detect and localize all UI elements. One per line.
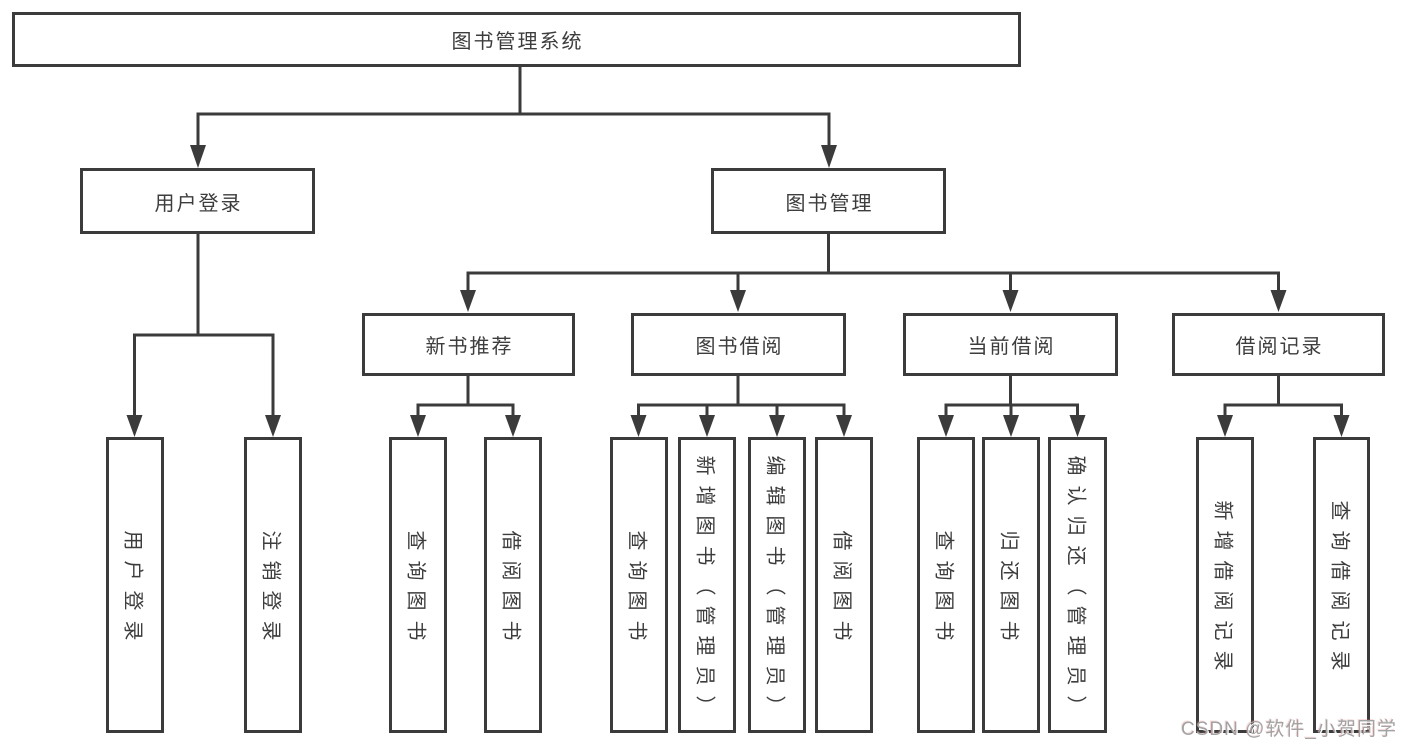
- node-library-management-system: 图书管理系统: [12, 12, 1021, 67]
- leaf-add-books-admin: 新增图书（管理员）: [678, 437, 736, 733]
- node-label: 新增借阅记录: [1211, 500, 1234, 680]
- node-label: 查询借阅记录: [1328, 500, 1350, 680]
- node-label: 注销登录: [259, 530, 282, 650]
- node-new-book-recommendation: 新书推荐: [362, 313, 575, 376]
- node-user-login: 用户登录: [80, 168, 315, 234]
- leaf-borrow-books: 借阅图书: [815, 437, 873, 733]
- leaf-query-borrow-record: 查询借阅记录: [1313, 437, 1370, 733]
- csdn-watermark: CSDN @软件_小贺同学: [1181, 719, 1397, 740]
- node-label: 新增图书（管理员）: [693, 455, 716, 725]
- leaf-confirm-return-admin: 确认归还（管理员）: [1048, 437, 1107, 733]
- node-label: 借阅记录: [1235, 336, 1324, 358]
- node-label: 图书管理系统: [451, 31, 584, 53]
- leaf-logout-login: 注销登录: [244, 437, 302, 733]
- node-label: 图书借阅: [695, 336, 784, 358]
- leaf-query-books: 查询图书: [610, 437, 668, 733]
- node-borrow-records: 借阅记录: [1172, 313, 1385, 376]
- node-label: 用户登录: [154, 192, 243, 215]
- leaf-query-books: 查询图书: [917, 437, 975, 733]
- leaf-query-books: 查询图书: [389, 437, 447, 733]
- node-label: 查询图书: [932, 530, 955, 650]
- node-label: 借阅图书: [499, 530, 522, 650]
- node-label: 归还图书: [997, 530, 1020, 650]
- node-current-borrowing: 当前借阅: [903, 313, 1118, 376]
- arrowhead-group: [126, 145, 1350, 437]
- leaf-edit-books-admin: 编辑图书（管理员）: [748, 437, 806, 733]
- leaf-return-books: 归还图书: [982, 437, 1040, 733]
- leaf-add-borrow-record: 新增借阅记录: [1196, 437, 1254, 733]
- node-label: 当前借阅: [967, 336, 1056, 358]
- leaf-user-login: 用户登录: [106, 437, 164, 733]
- node-label: 确认归还（管理员）: [1064, 455, 1086, 725]
- node-label: 编辑图书（管理员）: [763, 455, 786, 725]
- leaf-borrow-books: 借阅图书: [484, 437, 542, 733]
- node-book-management: 图书管理: [711, 168, 946, 234]
- node-label: 查询图书: [625, 530, 648, 650]
- node-label: 查询图书: [404, 530, 427, 650]
- node-label: 借阅图书: [830, 530, 853, 650]
- node-label: 用户登录: [121, 530, 144, 650]
- node-book-borrowing: 图书借阅: [631, 313, 846, 376]
- node-label: 新书推荐: [425, 336, 514, 358]
- node-label: 图书管理: [785, 192, 874, 215]
